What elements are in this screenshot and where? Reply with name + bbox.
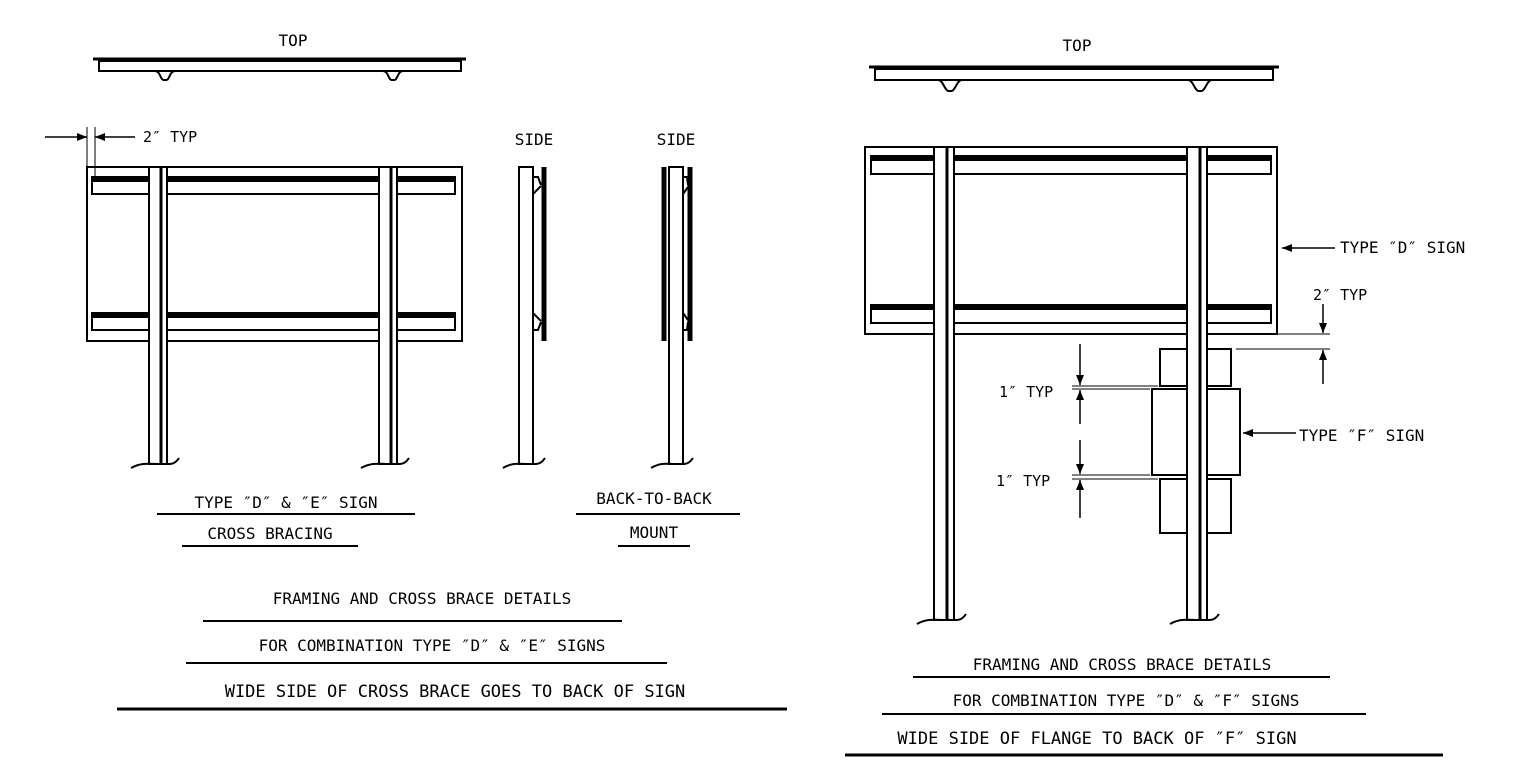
- right-annotations: TYPE ″D″ SIGN 2″ TYP 1″ TYP TYPE ″F″ SIG…: [996, 238, 1465, 518]
- right-title-1: FRAMING AND CROSS BRACE DETAILS: [973, 655, 1272, 674]
- top-view-sign-edge: [874, 68, 1274, 81]
- left-title-2: FOR COMBINATION TYPE ″D″ & ″E″ SIGNS: [259, 636, 606, 655]
- right-top-label: TOP: [1063, 36, 1092, 55]
- ground-line: [130, 457, 180, 469]
- left-title-1: FRAMING AND CROSS BRACE DETAILS: [273, 589, 572, 608]
- left-captions: TYPE ″D″ & ″E″ SIGN CROSS BRACING BACK-T…: [157, 489, 740, 547]
- caption-back-to-back-1: BACK-TO-BACK: [596, 489, 712, 508]
- left-detail: TOP 2″ TYP: [45, 31, 787, 711]
- side-label-2: SIDE: [657, 130, 696, 149]
- type-d-sign-label: TYPE ″D″ SIGN: [1340, 238, 1465, 257]
- side-view-back-to-back: SIDE: [650, 130, 696, 469]
- right-dim-1in-a-label: 1″ TYP: [999, 383, 1053, 401]
- left-title-block: FRAMING AND CROSS BRACE DETAILS FOR COMB…: [117, 589, 787, 711]
- left-top-view: TOP: [93, 31, 466, 81]
- top-view-flange: [937, 79, 963, 92]
- caption-cross-bracing-2: CROSS BRACING: [207, 524, 332, 543]
- post-right: [378, 166, 398, 465]
- right-front-elevation: [864, 146, 1278, 625]
- ground-line: [360, 457, 410, 469]
- left-top-label: TOP: [279, 31, 308, 50]
- right-title-3: WIDE SIDE OF FLANGE TO BACK OF ″F″ SIGN: [897, 729, 1296, 749]
- side-post: [518, 166, 534, 465]
- top-view-brace-clip: [382, 70, 404, 81]
- type-f-sign-label: TYPE ″F″ SIGN: [1299, 426, 1424, 445]
- btb-post: [668, 166, 684, 465]
- ground-line: [1169, 613, 1220, 625]
- cross-brace-upper: [91, 176, 456, 195]
- top-view-brace-clip: [154, 70, 176, 81]
- post-right: [1186, 146, 1208, 621]
- left-dim-2in-label: 2″ TYP: [143, 128, 197, 146]
- right-title-2: FOR COMBINATION TYPE ″D″ & ″F″ SIGNS: [953, 691, 1300, 710]
- right-dim-2in-label: 2″ TYP: [1313, 286, 1367, 304]
- type-d-sign-panel: [864, 146, 1278, 335]
- ground-line: [650, 457, 694, 469]
- top-view-flange: [1187, 79, 1213, 92]
- btb-brace-lower: [682, 312, 689, 331]
- side-label-1: SIDE: [515, 130, 554, 149]
- caption-cross-bracing-1: TYPE ″D″ & ″E″ SIGN: [194, 493, 377, 512]
- post-left: [148, 166, 168, 465]
- ground-line: [916, 613, 967, 625]
- side-view-single: SIDE: [502, 130, 554, 469]
- sign-panel: [86, 166, 463, 342]
- ground-line: [502, 457, 546, 469]
- cross-brace-lower: [91, 312, 456, 331]
- right-top-view: TOP: [869, 36, 1279, 92]
- left-dim-2in: 2″ TYP: [45, 127, 197, 177]
- cross-brace-upper: [870, 155, 1272, 175]
- left-front-elevation: [86, 166, 463, 469]
- right-dim-1in-b-label: 1″ TYP: [996, 472, 1050, 490]
- side-brace-lower: [532, 312, 542, 331]
- post-left: [933, 146, 955, 621]
- side-brace-upper: [532, 176, 542, 195]
- top-view-sign-edge: [98, 60, 462, 72]
- left-title-3: WIDE SIDE OF CROSS BRACE GOES TO BACK OF…: [225, 682, 686, 702]
- right-detail: TOP TYPE ″D″ SIGN: [845, 36, 1465, 757]
- right-title-block: FRAMING AND CROSS BRACE DETAILS FOR COMB…: [845, 655, 1443, 757]
- caption-back-to-back-2: MOUNT: [630, 523, 679, 542]
- btb-brace-upper: [682, 176, 689, 195]
- cross-brace-lower: [870, 304, 1272, 324]
